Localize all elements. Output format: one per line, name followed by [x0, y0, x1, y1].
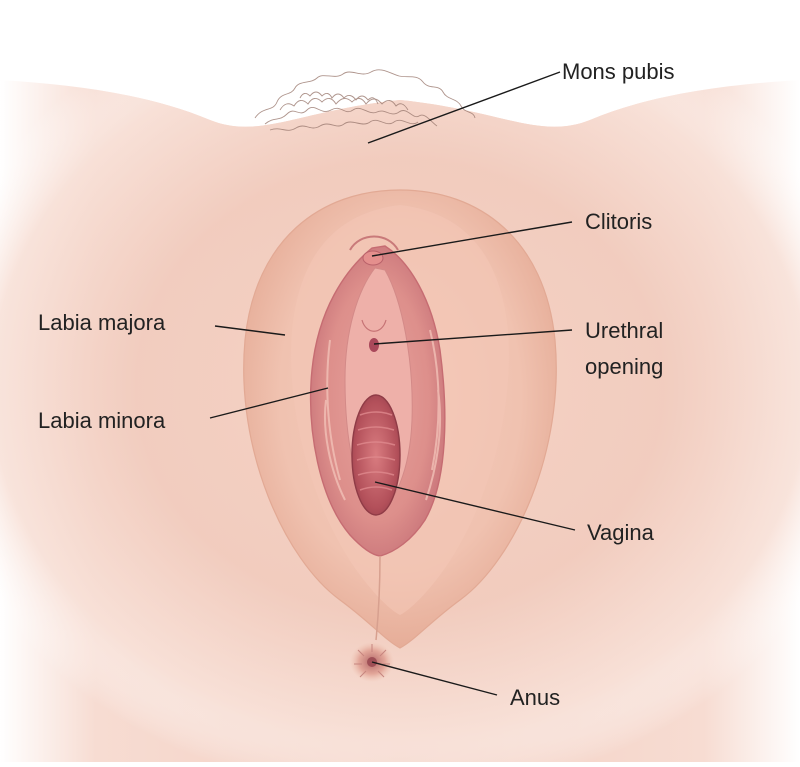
label-urethral-opening-line2: opening	[585, 354, 663, 379]
perineum-raphe	[375, 555, 381, 641]
mons-hair	[254, 69, 476, 131]
leader-labia-majora	[214, 325, 286, 336]
leader-vagina	[374, 481, 576, 531]
urethral-opening-shape	[361, 319, 387, 352]
label-vagina: Vagina	[587, 520, 655, 545]
label-clitoris: Clitoris	[585, 209, 652, 234]
leader-urethral-opening	[373, 329, 573, 345]
label-anus: Anus	[510, 685, 560, 710]
leader-mons-pubis	[367, 71, 561, 144]
label-mons-pubis: Mons pubis	[562, 59, 675, 84]
leader-anus	[371, 661, 498, 696]
leader-labia-minora	[209, 387, 329, 419]
vagina-shape	[351, 394, 401, 516]
leader-lines	[209, 71, 576, 696]
label-urethral-opening-line1: Urethral	[585, 318, 663, 343]
labels: Mons pubis Clitoris Labia majora Urethra…	[38, 59, 675, 710]
label-labia-majora: Labia majora	[38, 310, 166, 335]
label-labia-minora: Labia minora	[38, 408, 166, 433]
leader-clitoris	[371, 221, 573, 257]
